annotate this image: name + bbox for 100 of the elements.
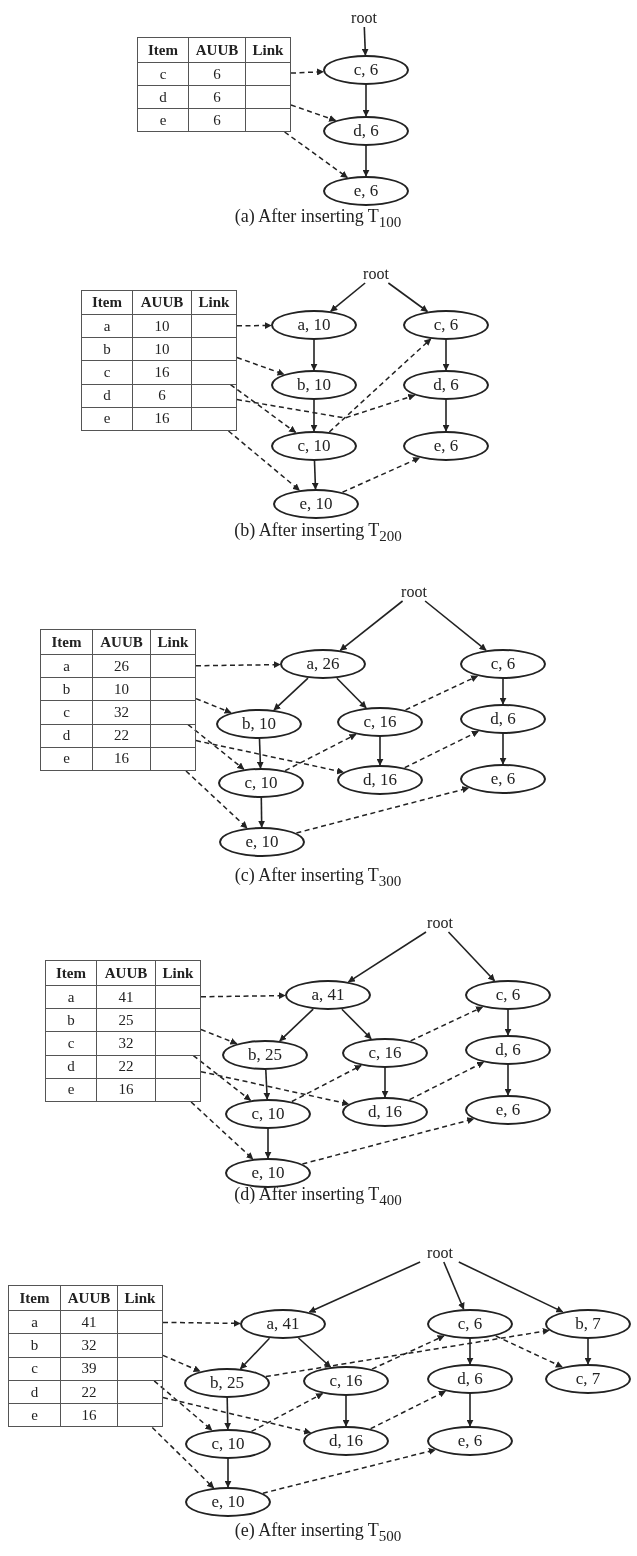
tree-node-ellipse: c, 10: [185, 1429, 271, 1459]
dashed-arrow: [301, 1117, 475, 1165]
tree-node-ellipse: b, 7: [545, 1309, 631, 1339]
tree-node-ellipse: a, 41: [240, 1309, 326, 1339]
root-label: root: [418, 1244, 462, 1262]
tree-node-ellipse: c, 16: [342, 1038, 428, 1068]
tree-node-ellipse: d, 6: [323, 116, 409, 146]
arrow: [442, 339, 450, 371]
column-header: Item: [45, 960, 97, 986]
arrow: [279, 1008, 314, 1042]
dashed-arrow: [236, 356, 285, 376]
dashed-arrow: [328, 338, 432, 433]
dashed-arrow: [153, 1380, 213, 1431]
column-header: Item: [8, 1285, 61, 1311]
root-label: root: [418, 914, 462, 932]
tree-node-ellipse: b, 25: [184, 1368, 270, 1398]
tree-node-ellipse: a, 41: [285, 980, 371, 1010]
arrow: [504, 1009, 512, 1036]
dashed-arrow: [290, 104, 337, 122]
arrow: [387, 282, 429, 313]
arrow: [466, 1338, 474, 1365]
tree-node-ellipse: d, 6: [460, 704, 546, 734]
arrow: [258, 797, 266, 828]
link-cell: [155, 1077, 201, 1102]
arrow: [424, 600, 487, 651]
tree-node-ellipse: e, 6: [403, 431, 489, 461]
tree-node-ellipse: e, 10: [273, 489, 359, 519]
tree-node-ellipse: c, 10: [225, 1099, 311, 1129]
dashed-arrow: [200, 992, 286, 1000]
tree-node-ellipse: e, 10: [185, 1487, 271, 1517]
link-cell: [150, 746, 196, 771]
table-cell: e: [8, 1403, 61, 1428]
arrow: [447, 931, 496, 982]
tree-node-ellipse: e, 10: [219, 827, 305, 857]
dashed-arrow: [187, 723, 245, 770]
tree-node-ellipse: d, 16: [337, 765, 423, 795]
dashed-arrow: [185, 770, 248, 829]
arrow: [347, 931, 427, 983]
table-cell: e: [137, 108, 189, 132]
arrow: [362, 145, 370, 177]
dashed-arrow: [195, 739, 345, 775]
arrow: [443, 1261, 465, 1310]
arrow: [264, 1128, 272, 1159]
tree-node-ellipse: e, 6: [323, 176, 409, 206]
dashed-arrow: [162, 1319, 241, 1327]
arrow: [311, 460, 319, 490]
root-label: root: [354, 265, 398, 283]
arrow: [308, 1261, 421, 1313]
arrow: [499, 678, 507, 705]
arrow: [339, 600, 404, 652]
dashed-arrow: [190, 1101, 254, 1160]
arrow: [336, 677, 367, 709]
dashed-arrow: [200, 1028, 238, 1045]
dashed-arrow: [236, 393, 416, 419]
dashed-arrow: [200, 1070, 350, 1107]
tree-node-ellipse: e, 6: [465, 1095, 551, 1125]
arrow: [381, 1067, 389, 1098]
tree-node-ellipse: c, 6: [460, 649, 546, 679]
arrow: [256, 738, 264, 769]
tree-node-ellipse: d, 16: [303, 1426, 389, 1456]
tree-node-ellipse: c, 10: [271, 431, 357, 461]
tree-node-ellipse: d, 6: [403, 370, 489, 400]
tree-node-ellipse: d, 16: [342, 1097, 428, 1127]
tree-node-ellipse: c, 6: [403, 310, 489, 340]
arrow: [504, 1064, 512, 1096]
link-cell: [245, 108, 291, 132]
tree-node-ellipse: c, 6: [427, 1309, 513, 1339]
tree-node-ellipse: b, 25: [222, 1040, 308, 1070]
dashed-arrow: [227, 430, 301, 491]
tree-node-ellipse: e, 6: [460, 764, 546, 794]
root-label: root: [392, 583, 436, 601]
table-cell: e: [81, 406, 133, 431]
dashed-arrow: [151, 1426, 215, 1489]
link-cell: [117, 1403, 163, 1428]
link-cell: [191, 406, 237, 431]
dashed-arrow: [262, 1447, 436, 1494]
arrow: [263, 1069, 271, 1100]
column-header: Item: [40, 629, 93, 655]
tree-node-ellipse: e, 6: [427, 1426, 513, 1456]
figure-caption: (c) After inserting T$_{300}$: [233, 865, 403, 889]
column-header: Item: [81, 290, 133, 315]
arrow: [466, 1393, 474, 1427]
arrow: [239, 1337, 271, 1370]
dashed-arrow: [236, 322, 272, 330]
arrow: [224, 1458, 232, 1488]
column-header: Link: [155, 960, 201, 986]
arrow: [376, 736, 384, 766]
arrow: [442, 399, 450, 432]
tree-node-ellipse: b, 10: [271, 370, 357, 400]
arrow: [310, 339, 318, 371]
arrow: [362, 84, 370, 117]
column-header: Link: [191, 290, 237, 315]
figure-caption: (e) After inserting T$_{500}$: [233, 1520, 403, 1544]
table-cell: e: [45, 1077, 97, 1102]
arrow: [499, 733, 507, 765]
tree-node-ellipse: c, 16: [337, 707, 423, 737]
arrow: [361, 26, 369, 56]
arrow: [330, 282, 366, 312]
tree-node-ellipse: c, 6: [323, 55, 409, 85]
column-header: Link: [117, 1285, 163, 1311]
